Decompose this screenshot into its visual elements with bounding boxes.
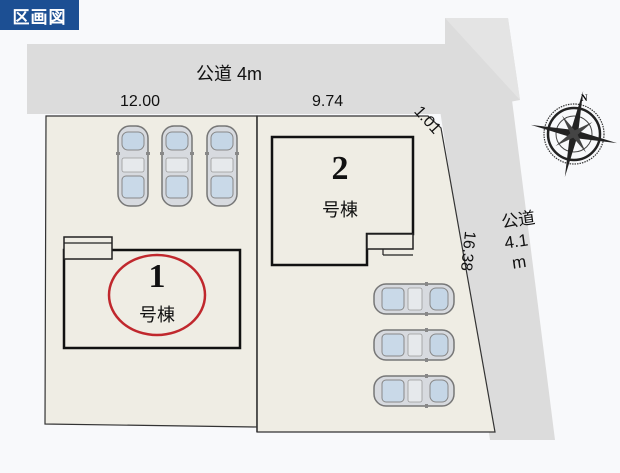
road-top xyxy=(27,18,520,114)
road-right-label-line2: 4.1 xyxy=(503,230,530,253)
building-2-label: 号棟 xyxy=(322,200,358,221)
building-2-outline xyxy=(270,135,415,267)
road-right xyxy=(440,100,555,440)
compass-rose-icon xyxy=(530,90,618,178)
building-1-highlight-circle xyxy=(107,253,207,337)
parking-lot-1 xyxy=(115,125,240,207)
parking-lot-2 xyxy=(373,281,455,409)
building-1-number: 1 xyxy=(148,258,166,295)
building-1-outline xyxy=(62,236,242,350)
dimension-lot1-frontage: 12.00 xyxy=(120,93,161,110)
building-1-label: 号棟 xyxy=(139,305,175,326)
road-right-label-line3: m xyxy=(510,251,528,273)
compass-north-label: N xyxy=(581,93,588,103)
dimension-lot2-frontage: 9.74 xyxy=(312,93,344,110)
building-2-number: 2 xyxy=(331,150,349,187)
site-plan-badge: 区画図 xyxy=(0,0,79,30)
road-top-label: 公道 4m xyxy=(196,64,263,84)
